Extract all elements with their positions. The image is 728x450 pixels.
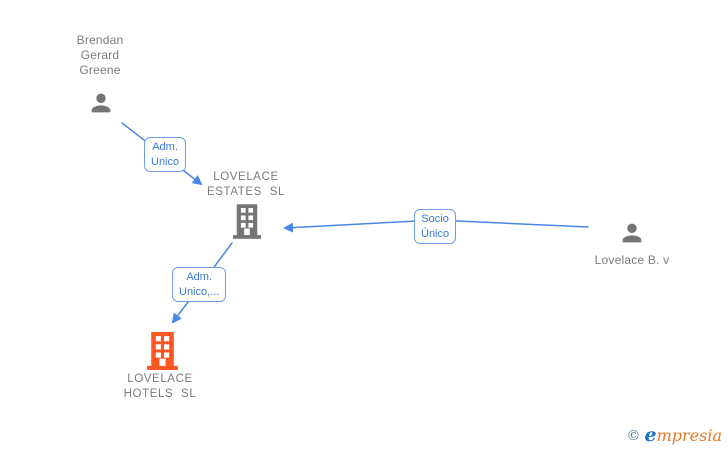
label-line: HOTELS SL xyxy=(123,388,197,400)
person-icon-brendan[interactable] xyxy=(87,89,115,117)
edge-label-line: Unico xyxy=(151,155,180,168)
label-line: Greene xyxy=(79,63,121,77)
label-line: Brendan xyxy=(76,33,124,47)
label-line: ESTATES SL xyxy=(207,186,285,198)
edge-label-line: Socio xyxy=(421,213,449,225)
node-label-lovelace-estates-sl[interactable]: LOVELACE ESTATES SL xyxy=(196,170,296,200)
label-line: Lovelace B. v xyxy=(594,253,670,267)
edge-label-socio-unico[interactable]: Socio Único xyxy=(414,209,457,244)
edge-label-line: Único xyxy=(421,227,450,240)
label-line: Gerard xyxy=(80,48,120,62)
label-line: LOVELACE xyxy=(127,373,193,385)
building-icon-lovelace-estates[interactable] xyxy=(233,203,261,241)
edge-label-line: Unico,... xyxy=(179,285,220,298)
empresia-watermark: ©empresia xyxy=(627,424,723,446)
brand-name: mpresia xyxy=(656,426,722,445)
edge-label-adm-unico-2[interactable]: Adm. Unico,... xyxy=(172,267,227,302)
edge-label-line: Adm. xyxy=(186,271,213,283)
label-line: LOVELACE xyxy=(213,171,279,183)
building-icon-lovelace-hotels[interactable] xyxy=(147,332,178,371)
edge-label-line: Adm. xyxy=(152,141,178,153)
brand-initial: e xyxy=(644,424,657,446)
node-label-lovelace-hotels-sl[interactable]: LOVELACE HOTELS SL xyxy=(108,372,212,402)
edge-label-adm-unico-1[interactable]: Adm. Unico xyxy=(144,137,187,172)
node-label-brendan-gerard-greene[interactable]: Brendan Gerard Greene xyxy=(55,33,145,78)
copyright-icon: © xyxy=(626,428,641,444)
person-icon-lovelace-bv[interactable] xyxy=(618,219,646,247)
node-label-lovelace-b-v[interactable]: Lovelace B. v xyxy=(580,253,684,268)
